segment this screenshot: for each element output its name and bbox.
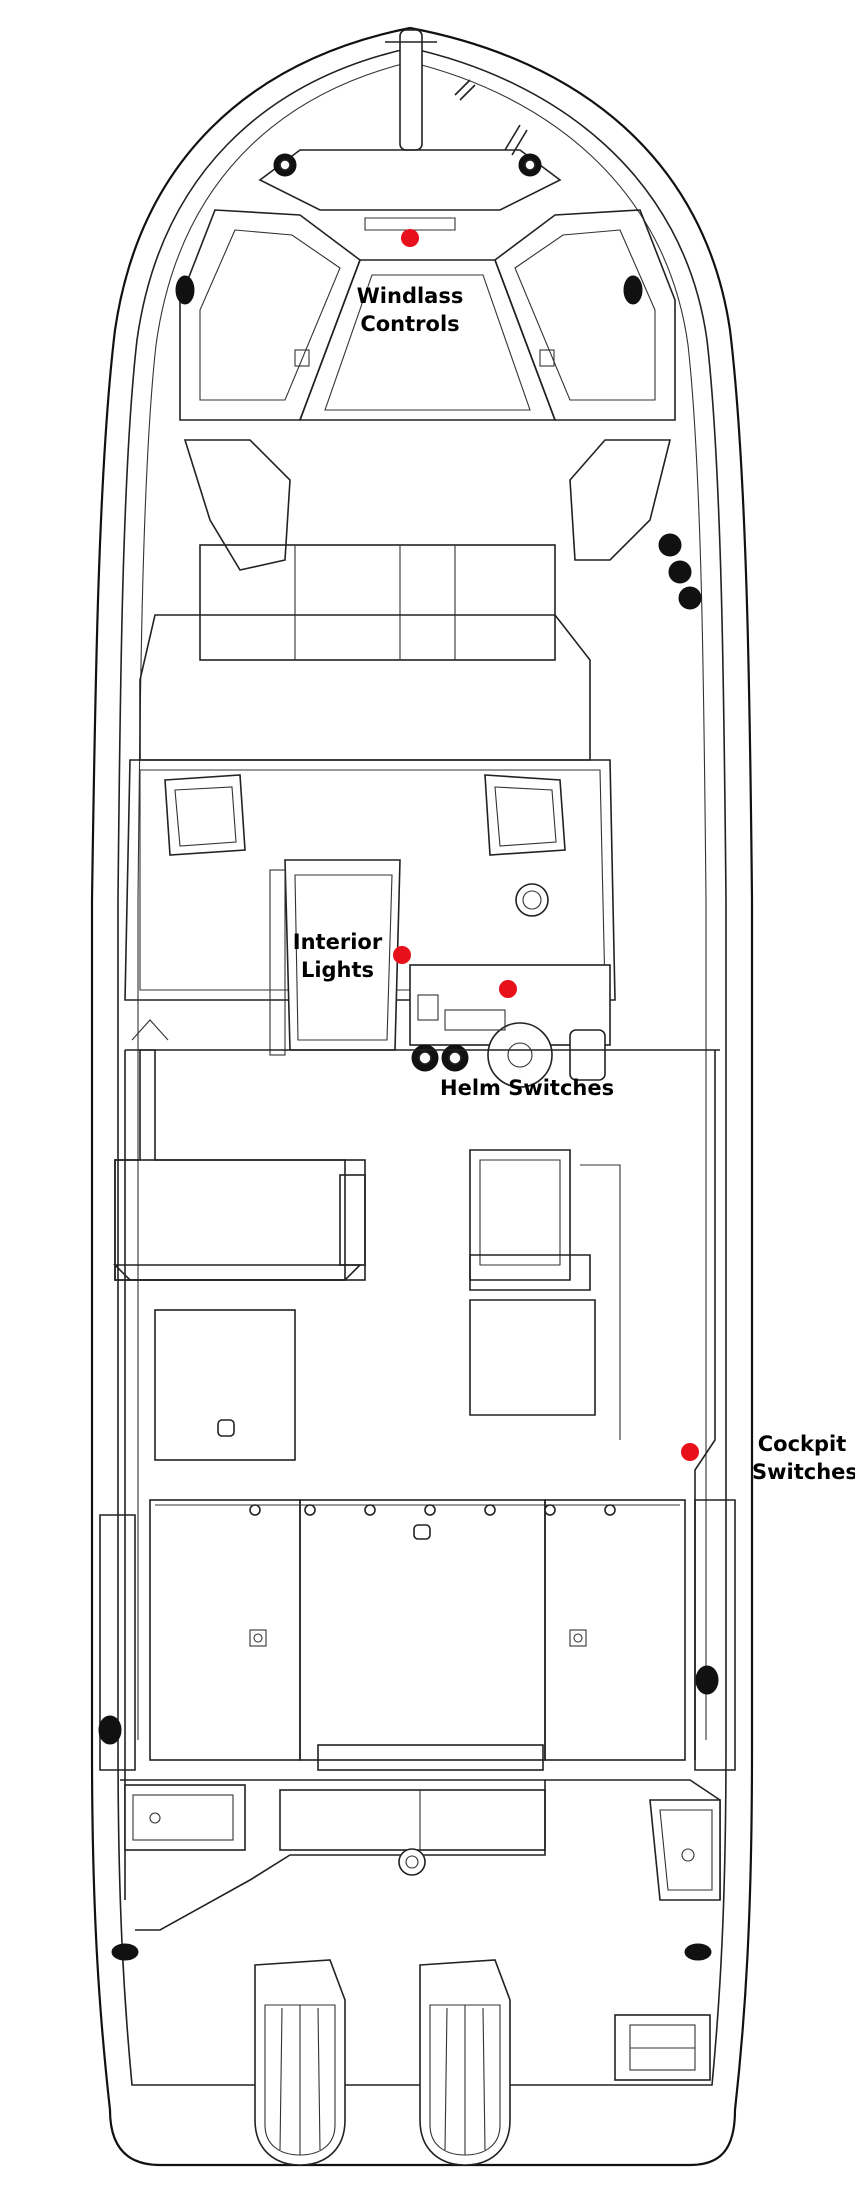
interior-lights-label: Interior Lights (290, 928, 385, 984)
windlass-label-line2: Controls (360, 312, 460, 336)
anchor-locker (258, 149, 562, 231)
marker-helm-switches (499, 980, 517, 998)
interior-label-line2: Lights (300, 958, 375, 982)
outboard-engine-icon (419, 1959, 511, 2166)
cleat-icon (98, 153, 719, 1961)
helm-label-line1: Helm Switches (440, 1076, 615, 1100)
windlass-label-line1: Windlass (356, 284, 464, 308)
cockpit-label-line1: Cockpit (757, 1432, 847, 1456)
bow-seating (179, 209, 676, 571)
hull-outline (90, 26, 754, 2167)
helm-seat (469, 1149, 621, 1440)
windshield-console (124, 544, 616, 1001)
port-lounge (113, 1049, 366, 1461)
helm-dash (409, 964, 611, 1088)
marker-cockpit-switches (681, 1443, 699, 1461)
transom (120, 1779, 721, 1931)
swim-ladder (614, 2014, 711, 2081)
bow-anchor (385, 29, 528, 156)
interior-label-line1: Interior (292, 930, 383, 954)
outboard-engine-icon (254, 1959, 346, 2166)
marker-interior-lights (393, 946, 411, 964)
cockpit-switches-label: Cockpit Switches (752, 1430, 855, 1486)
cockpit-label-line2: Switches (752, 1460, 855, 1484)
marker-windlass-controls (401, 229, 419, 247)
helm-switches-label: Helm Switches (440, 1074, 615, 1102)
windlass-controls-label: Windlass Controls (355, 282, 465, 338)
aft-bench (99, 1499, 736, 1771)
location-marker-icon (393, 229, 699, 1461)
